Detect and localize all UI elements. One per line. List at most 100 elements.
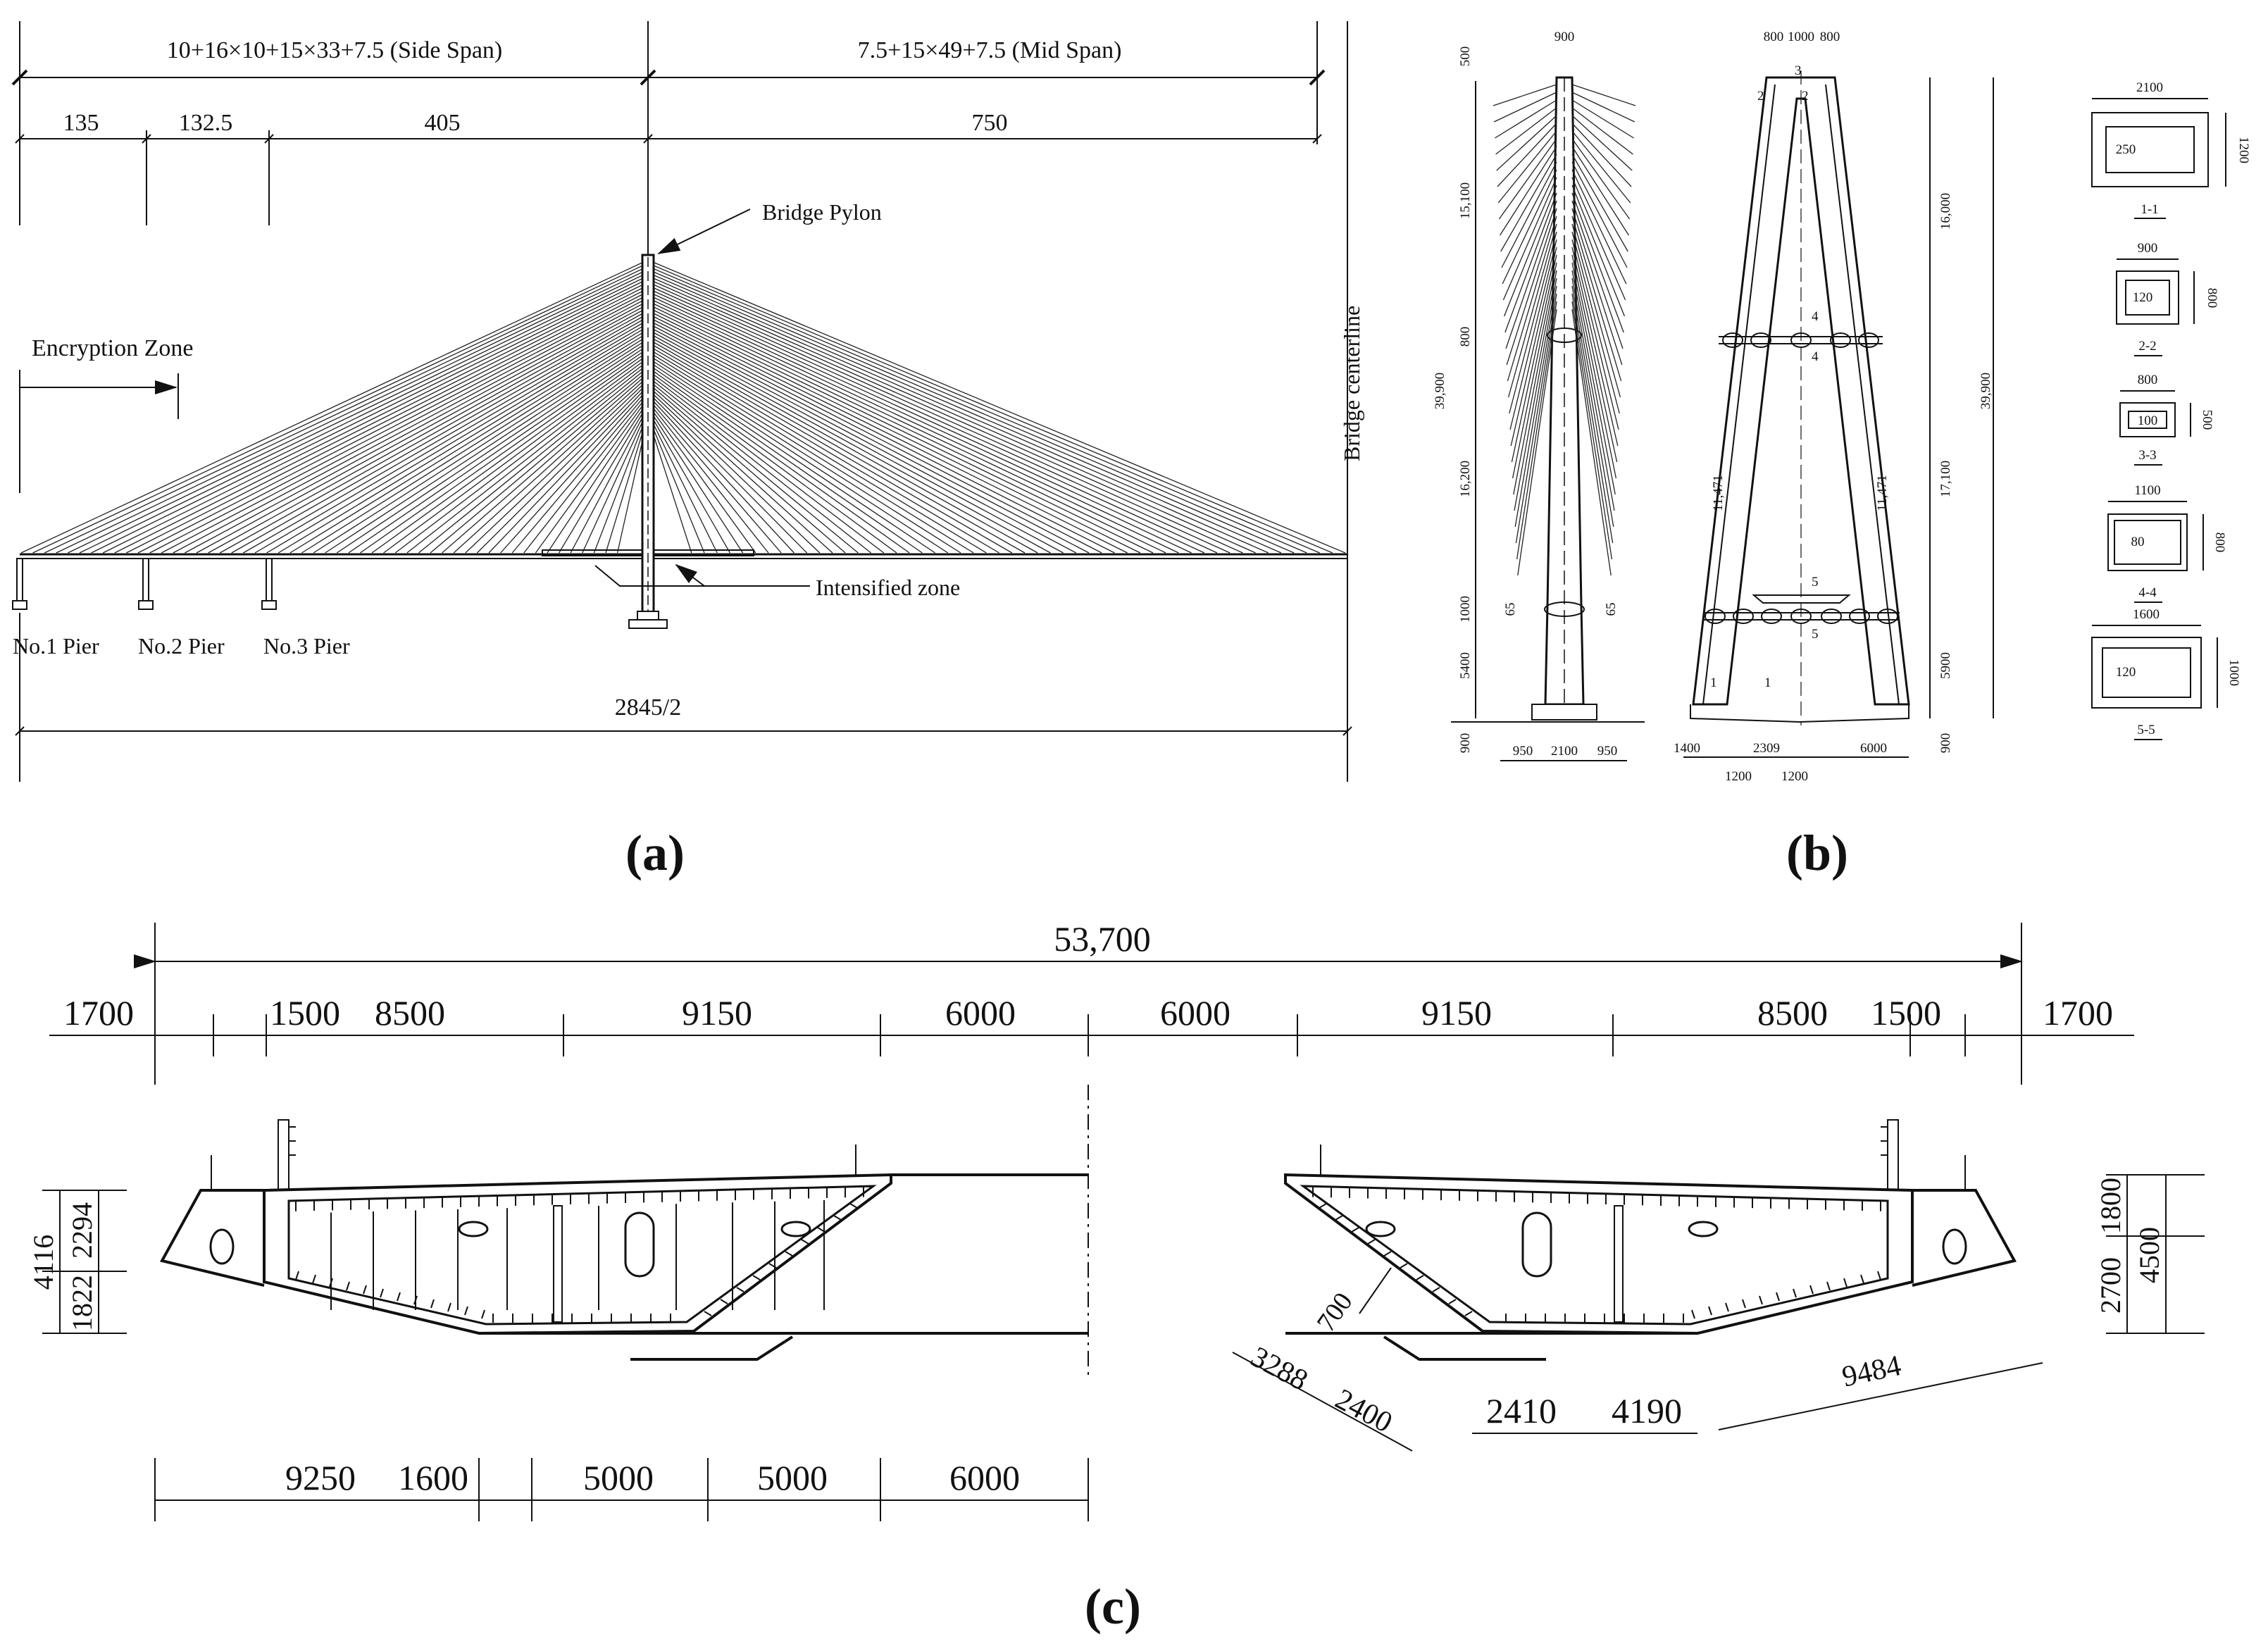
panel-a-elevation: 10+16×10+15×33+7.5 (Side Span) 7.5+15×49… [11,21,1364,881]
section-2-name: 2-2 [2138,339,2156,354]
section-1-thick: 250 [2116,142,2136,157]
right-height-lower: 2700 [2095,1257,2126,1314]
section-5-5 [2091,625,2218,740]
section-3-thick: 100 [2138,413,2158,428]
total-length-dim: 2845/2 [615,694,681,721]
top-dim-7: 9150 [1421,993,1492,1033]
section-5-name: 5-5 [2137,723,2155,737]
front-leg-left: 11,471 [1711,475,1726,511]
section-4-thick: 80 [2131,535,2145,549]
panel-b-label: (b) [1786,825,1848,881]
slant-dim-1: 3288 [1245,1340,1313,1397]
pier-1-label: No.1 Pier [13,633,99,659]
left-height-total: 4116 [27,1235,59,1290]
slant-dim-3: 9484 [1839,1349,1904,1393]
front-leg-right: 11,471 [1875,475,1890,511]
side-height-2: 15,100 [1458,182,1473,219]
span-dim-1: 135 [63,110,99,136]
top-dim-8: 8500 [1757,993,1828,1033]
front-base-dim-3: 6000 [1860,741,1887,756]
pier-2-label: No.2 Pier [138,633,225,659]
piers [12,558,277,610]
stay-cables [20,260,1346,554]
side-height-7: 900 [1458,733,1473,754]
bridge-pylon [628,254,668,629]
cable-angle-right: 65 [1604,603,1619,616]
bottom-dim-4: 5000 [757,1458,828,1497]
bottom-dim-2: 1600 [398,1458,468,1497]
intensified-zone-label: Intensified zone [816,575,960,600]
bottom-dim-1: 9250 [285,1458,356,1497]
top-dim-5: 6000 [945,993,1016,1033]
front-top-dim-3: 800 [1820,30,1840,44]
section-mark-4b: 4 [1812,349,1819,364]
section-3-width: 800 [2138,373,2158,387]
panel-b-pylon-views: 900 500 15,100 800 16,200 1000 5400 900 … [1433,30,2251,881]
section-2-width: 900 [2138,241,2158,256]
span-dim-4: 750 [972,110,1008,136]
section-4-width: 1100 [2134,483,2160,498]
top-dim-10: 1700 [2043,993,2113,1033]
side-base-dim-2: 2100 [1551,744,1578,759]
side-total-height: 39,900 [1433,373,1447,409]
section-5-width: 1600 [2133,607,2160,622]
top-dim-9: 1500 [1871,993,1941,1033]
section-mark-1b: 1 [1764,675,1771,690]
section-mark-5b: 5 [1812,627,1819,642]
section-2-2 [2116,258,2195,356]
section-1-height: 1200 [2236,137,2251,163]
section-3-height: 500 [2200,410,2214,430]
section-mark-2a: 2 [1757,89,1764,104]
side-height-5: 1000 [1458,596,1473,623]
top-dim-3: 8500 [375,993,445,1033]
panel-c-deck-section: 53,700 1700 1500 8500 9150 6000 6000 915… [27,919,2205,1635]
side-top-width: 900 [1554,30,1575,44]
section-3-name: 3-3 [2138,448,2156,463]
section-mark-5a: 5 [1812,575,1819,590]
top-dim-4: 9150 [682,993,752,1033]
bottom-dim-5: 6000 [949,1458,1020,1497]
front-height-3: 5900 [1938,652,1953,679]
front-height-4: 900 [1938,733,1953,754]
pylon-side-view [1451,76,1645,723]
section-2-height: 800 [2205,288,2219,308]
front-base-dim-4: 1200 [1725,769,1752,784]
side-height-1: 500 [1458,46,1473,67]
side-height-6: 5400 [1458,652,1473,679]
side-height-4: 16,200 [1458,461,1473,497]
section-5-height: 1000 [2226,659,2241,686]
section-4-name: 4-4 [2138,585,2157,600]
pylon-label: Bridge Pylon [762,199,882,225]
section-1-1 [2091,98,2226,219]
encryption-zone-label: Encryption Zone [32,335,193,361]
left-box-girder [159,1119,1088,1361]
front-base-dim-5: 1200 [1781,769,1808,784]
section-4-height: 800 [2212,532,2227,553]
span-dim-2: 132.5 [179,110,233,136]
section-mark-4a: 4 [1812,309,1819,324]
right-bottom-dim-2: 4190 [1612,1391,1682,1430]
pylon-front-view [1690,70,1910,725]
side-base-dim-3: 950 [1597,744,1618,759]
side-span-dim: 10+16×10+15×33+7.5 (Side Span) [167,37,502,63]
front-base-dim-2: 2309 [1753,741,1780,756]
section-1-width: 2100 [2136,80,2163,95]
front-top-dim-1: 800 [1764,30,1784,44]
pier-3-label: No.3 Pier [263,633,350,659]
front-height-2: 17,100 [1938,461,1953,497]
side-base-dim-1: 950 [1513,744,1533,759]
front-height-1: 16,000 [1938,193,1953,230]
mid-span-dim: 7.5+15×49+7.5 (Mid Span) [858,37,1122,63]
section-mark-2b: 2 [1802,89,1809,104]
slant-dim-2: 2400 [1330,1383,1397,1439]
section-5-thick: 120 [2116,665,2136,680]
section-4-4 [2107,501,2204,603]
section-mark-3: 3 [1795,63,1802,78]
right-height-total: 4500 [2133,1227,2165,1283]
front-total-height: 39,900 [1979,373,1993,409]
bottom-dim-3: 5000 [583,1458,654,1497]
front-top-dim-2: 1000 [1788,30,1814,44]
deck-total-width: 53,700 [1054,919,1151,959]
centerline-label: Bridge centerline [1339,306,1364,461]
